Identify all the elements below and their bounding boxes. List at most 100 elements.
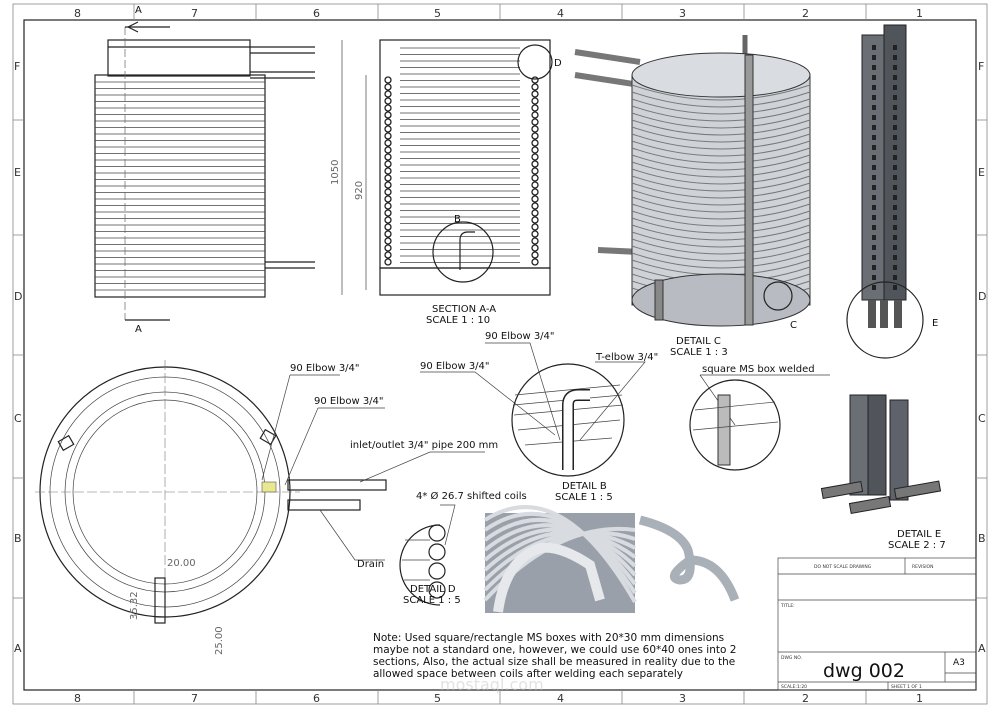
zone-col: 5 [434, 692, 441, 705]
zone-col: 2 [802, 692, 809, 705]
section-aa-scale: SCALE 1 : 10 [426, 315, 490, 326]
column-hole [872, 75, 876, 80]
zone-col: 1 [916, 692, 923, 705]
dim-overall-height: 1050 [330, 160, 341, 185]
coil-section [384, 258, 392, 266]
zone-col: 1 [916, 7, 923, 20]
coil-section [384, 153, 392, 161]
render-coil [483, 523, 637, 577]
coil-section [531, 104, 539, 112]
label-elbow-b2: 90 Elbow 3/4" [420, 361, 490, 372]
coil-turn [631, 231, 811, 248]
coil-section [384, 167, 392, 175]
callout-e: E [932, 318, 938, 329]
detail-e-view: E [846, 24, 938, 359]
coil-section [384, 209, 392, 217]
column-hole [872, 45, 876, 50]
zone-col: 5 [434, 7, 441, 20]
coil-section [384, 195, 392, 203]
column-hole [893, 55, 897, 60]
detail-d-title: DETAIL D [410, 584, 456, 595]
sheet-number: SHEET 1 OF 1 [891, 684, 922, 690]
column-hole [872, 115, 876, 120]
coil-section [384, 174, 392, 182]
zone-col: 4 [557, 692, 564, 705]
coil-turn [631, 98, 811, 115]
column-hole [893, 235, 897, 240]
detail-e-title: DETAIL E [897, 529, 941, 540]
coil-section [384, 111, 392, 119]
coil-section [384, 188, 392, 196]
coil-turn [631, 119, 811, 136]
column-hole [893, 175, 897, 180]
coil-turn [631, 84, 811, 101]
coil-section [384, 181, 392, 189]
coil-turn [631, 126, 811, 143]
zone-col: 7 [191, 7, 198, 20]
zone-col: 3 [679, 7, 686, 20]
zone-col: 8 [74, 692, 81, 705]
section-marker-bottom: A [135, 324, 142, 335]
callout-b: B [454, 214, 461, 225]
render-coil [483, 505, 637, 603]
coil-turn [631, 210, 811, 227]
coil-section [531, 160, 539, 168]
zone-col: 3 [679, 692, 686, 705]
column-hole [872, 135, 876, 140]
column-hole [893, 275, 897, 280]
column-hole [872, 105, 876, 110]
section-aa-view: 1050 920 B D SECTION A-A SCALE 1 : 10 [330, 39, 562, 326]
sheet-size: A3 [953, 658, 965, 668]
zone-col: 4 [557, 7, 564, 20]
coil-section [531, 97, 539, 105]
note-line: maybe not a standard one, however, we co… [373, 644, 736, 656]
zone-row: A [978, 642, 986, 655]
watermark: mostaql.com [440, 675, 544, 694]
column-hole [893, 195, 897, 200]
coil-section [531, 90, 539, 98]
column-hole [893, 135, 897, 140]
column-hole [872, 245, 876, 250]
zone-col: 7 [191, 692, 198, 705]
zone-column-labels-bottom: 8 7 6 5 4 3 2 1 [74, 692, 923, 705]
coil-section [531, 216, 539, 224]
zone-column-labels-top: 8 7 6 5 4 3 2 1 [74, 7, 923, 20]
zone-row: E [14, 166, 21, 179]
render-pipe-elbow [638, 515, 740, 602]
column-hole [893, 255, 897, 260]
coil-section [384, 160, 392, 168]
coil-turn [631, 140, 811, 157]
label-elbow-2: 90 Elbow 3/4" [314, 396, 384, 407]
coil-section [531, 237, 539, 245]
zone-col: 2 [802, 7, 809, 20]
top-view: 20.00 35.32 25.00 [35, 360, 387, 655]
zone-row-labels: F E D C B A F E D C B A [14, 60, 986, 655]
dim-25: 25.00 [214, 626, 225, 655]
column-hole [872, 95, 876, 100]
coil-section [531, 244, 539, 252]
coil-section [384, 202, 392, 210]
detail-c-view: C DETAIL C SCALE 1 : 3 [574, 35, 811, 358]
dwg-number: dwg 002 [823, 660, 905, 682]
zone-row: D [14, 290, 22, 303]
detail-c-closeup [689, 379, 781, 471]
column-hole [893, 145, 897, 150]
render-coil [483, 518, 637, 586]
render-coil [483, 511, 637, 595]
detail-c-title: DETAIL C [676, 336, 721, 347]
coil-section [531, 153, 539, 161]
zone-ticks [13, 4, 987, 704]
coil-section [531, 258, 539, 266]
note-block: mostaql.com Note: Used square/rectangle … [373, 632, 736, 694]
column-hole [893, 155, 897, 160]
column-hole [893, 185, 897, 190]
column-hole [872, 275, 876, 280]
column-hole [872, 265, 876, 270]
coil-section [531, 181, 539, 189]
scale-value: SCALE:1:20 [781, 684, 807, 690]
column-hole [872, 55, 876, 60]
coil-section [384, 104, 392, 112]
coil-section [384, 146, 392, 154]
coil-section [531, 209, 539, 217]
